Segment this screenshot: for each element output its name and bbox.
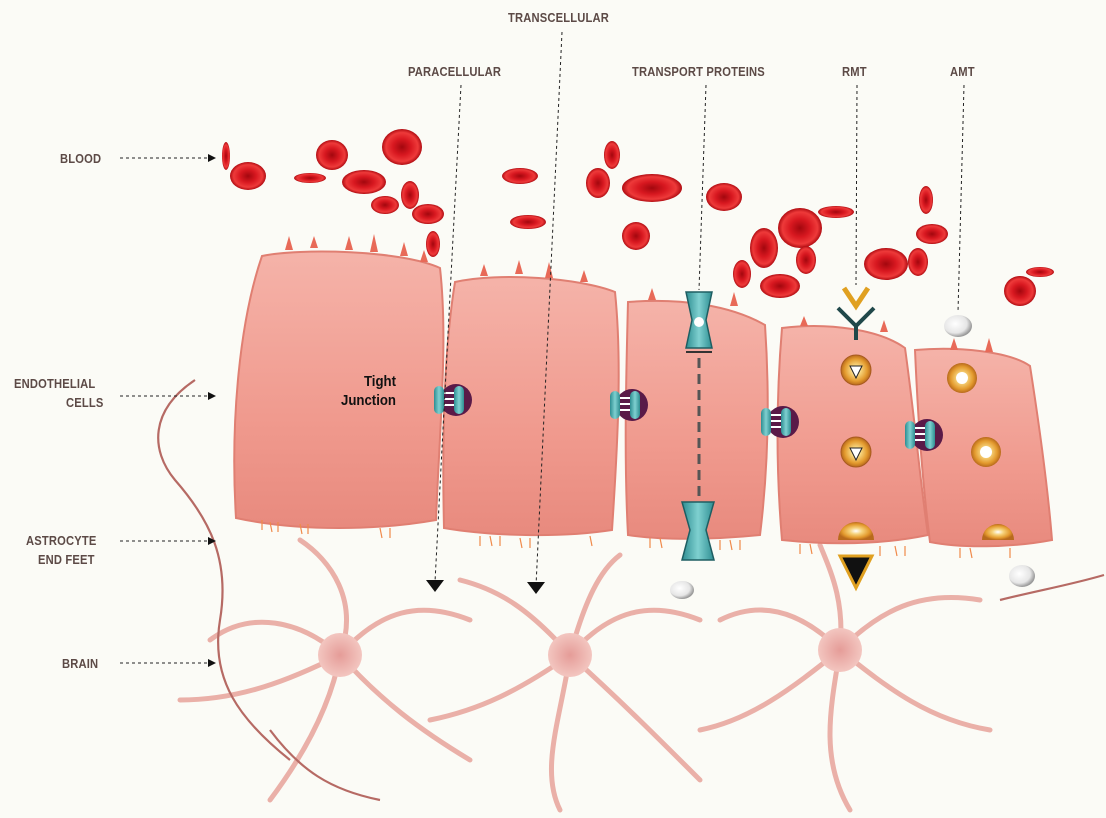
label-transcellular: TRANSCELLULAR	[508, 10, 609, 25]
label-brain: BRAIN	[62, 654, 98, 673]
label-endothelial-line2: CELLS	[66, 393, 104, 412]
label-transport-proteins: TRANSPORT PROTEINS	[632, 64, 765, 79]
brain-neurons	[180, 540, 990, 810]
label-astrocyte-line2: END FEET	[38, 550, 95, 569]
label-blood: BLOOD	[60, 149, 101, 168]
label-astrocyte-line1: ASTROCYTE	[26, 531, 97, 550]
label-tight-junction-line1: Tight	[338, 372, 396, 391]
label-amt: AMT	[950, 64, 975, 79]
label-rmt: RMT	[842, 64, 867, 79]
label-tight-junction: Tight Junction	[338, 372, 396, 410]
label-paracellular: PARACELLULAR	[408, 64, 501, 79]
label-tight-junction-line2: Junction	[338, 391, 396, 410]
label-endothelial-line1: ENDOTHELIAL	[14, 374, 95, 393]
